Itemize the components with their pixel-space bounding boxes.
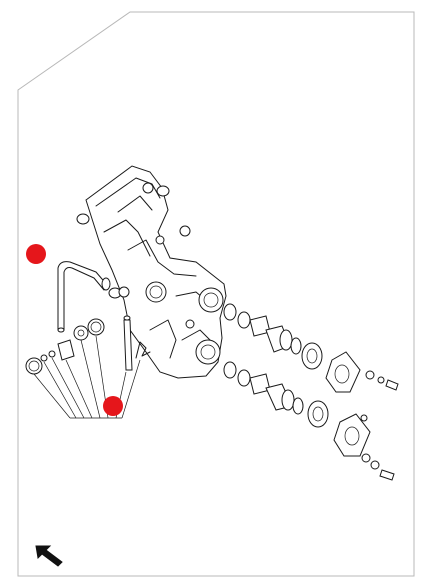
bent-pipe: [57, 261, 111, 333]
hotspot-pipe-assembly[interactable]: [26, 244, 46, 264]
guide-rod: [123, 315, 133, 371]
left-small-parts: [25, 318, 105, 375]
housing-plugs: [76, 185, 191, 299]
leader-lines: [33, 335, 141, 419]
hotspot-valve-kit[interactable]: [103, 396, 123, 416]
main-housing: [85, 165, 227, 379]
arrow-up-left-icon[interactable]: [35, 545, 63, 567]
spring-clip: [135, 341, 151, 359]
page-frame: [17, 11, 415, 577]
housing-o-rings: [223, 303, 251, 387]
lower-valve-assembly: [249, 373, 395, 481]
upper-valve-assembly: [249, 315, 399, 393]
